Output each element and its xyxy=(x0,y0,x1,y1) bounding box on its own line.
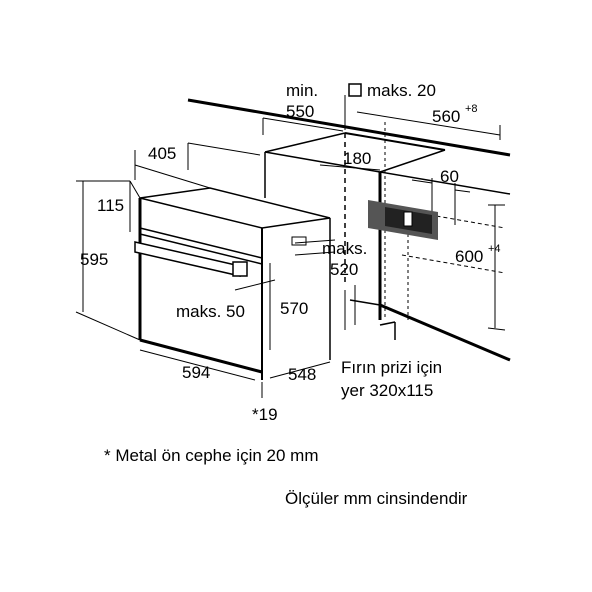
square-symbol-icon xyxy=(348,83,362,97)
label-548: 548 xyxy=(288,365,316,384)
label-405: 405 xyxy=(148,144,176,163)
label-socket-line1: Fırın prizi için xyxy=(341,358,442,377)
footnote-metal-front: * Metal ön cephe için 20 mm xyxy=(104,446,319,465)
label-socket-line2: yer 320x115 xyxy=(341,381,433,400)
label-min: min. xyxy=(286,81,318,100)
dimension-labels: min. 550 maks. 20 560 +8 405 180 60 115 … xyxy=(80,81,501,424)
dimension-lines xyxy=(75,95,506,398)
label-520: 520 xyxy=(330,260,358,279)
label-550: 550 xyxy=(286,102,314,121)
oven-door-handle xyxy=(134,241,248,277)
label-star-19: *19 xyxy=(252,405,278,424)
label-600-tolerance: +4 xyxy=(488,243,501,255)
units-note: Ölçüler mm cinsindendir xyxy=(285,489,468,508)
label-115: 115 xyxy=(97,196,124,215)
label-560-tolerance: +8 xyxy=(465,103,478,115)
label-maks-50: maks. 50 xyxy=(176,302,245,321)
oven-body xyxy=(138,187,331,380)
label-maks: maks. xyxy=(322,239,367,258)
label-180: 180 xyxy=(343,149,371,168)
label-maks-20: maks. 20 xyxy=(367,81,436,100)
label-570: 570 xyxy=(280,299,308,318)
label-594: 594 xyxy=(182,363,210,382)
label-60: 60 xyxy=(440,167,459,186)
label-595: 595 xyxy=(80,250,108,269)
socket-area xyxy=(368,200,438,240)
cabinet-structure xyxy=(187,98,511,362)
label-600: 600 xyxy=(455,247,483,266)
label-560: 560 xyxy=(432,107,460,126)
